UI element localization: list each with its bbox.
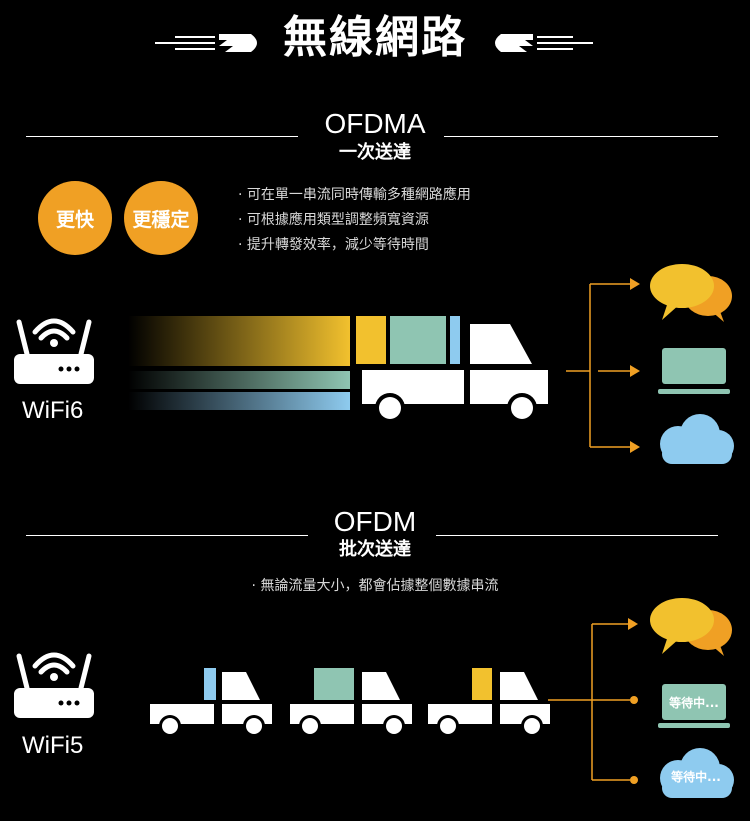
router-icon	[13, 644, 95, 728]
ofdma-bullet: · 可在單一串流同時傳輸多種網路應用	[238, 187, 471, 203]
router-icon	[13, 310, 95, 394]
badge-more-stable: 更穩定	[124, 181, 198, 255]
ofdm-rule-right	[436, 535, 718, 536]
ofdm-truck-blue-icon	[148, 666, 274, 744]
ofdm-bullets: · 無論流量大小，都會佔據整個數據串流	[0, 574, 750, 599]
badge-faster: 更快	[38, 181, 112, 255]
ofdma-title: OFDMA	[324, 108, 426, 139]
laptop-waiting-label: 等待中...	[669, 696, 719, 710]
ofdma-rule-right	[444, 136, 718, 137]
wifi5-label: WiFi5	[22, 732, 84, 759]
ofdm-subtitle: 批次送達	[339, 539, 411, 560]
cloud-waiting-label: 等待中...	[671, 770, 721, 784]
laptop-icon	[658, 346, 730, 402]
ofdm-bullet: · 無論流量大小，都會佔據整個數據串流	[251, 578, 499, 594]
ofdma-truck-icon	[350, 312, 550, 428]
chat-bubbles-icon	[648, 596, 736, 664]
ofdma-bullets: · 可在單一串流同時傳輸多種網路應用 · 可根據應用類型調整頻寬資源 · 提升轉…	[238, 183, 471, 258]
ofdma-data-streams	[128, 314, 558, 428]
ofdma-bullet: · 提升轉發效率，減少等待時間	[238, 237, 429, 253]
laptop-waiting: 等待中...	[658, 682, 730, 730]
cloud-waiting: 等待中...	[654, 746, 738, 800]
chat-bubbles-icon	[648, 262, 736, 330]
ofdma-arrows	[560, 272, 650, 466]
ofdm-title: OFDM	[333, 506, 417, 537]
title-wing-right	[487, 28, 597, 62]
title-wing-left	[155, 28, 265, 62]
ofdma-subtitle: 一次送達	[339, 142, 411, 163]
ofdm-truck-green-icon	[288, 666, 414, 744]
cloud-icon	[654, 412, 738, 470]
ofdm-truck-yellow-icon	[426, 666, 552, 744]
ofdma-bullet: · 可根據應用類型調整頻寬資源	[238, 212, 429, 228]
page-title: 無線網路	[283, 12, 467, 63]
ofdm-arrows	[548, 612, 644, 796]
wifi6-label: WiFi6	[22, 397, 84, 424]
ofdma-rule-left	[26, 136, 298, 137]
ofdm-rule-left	[26, 535, 308, 536]
